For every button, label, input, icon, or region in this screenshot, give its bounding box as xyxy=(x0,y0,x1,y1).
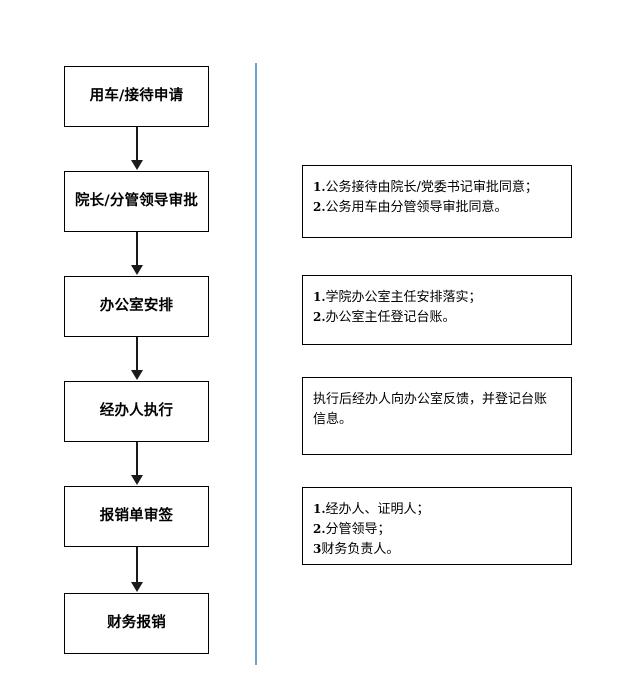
flow-step-box-5[interactable]: 报销单审签 xyxy=(64,486,209,547)
flow-arrow-2-to-3 xyxy=(131,232,143,276)
flow-step-label-3: 办公室安排 xyxy=(99,297,174,314)
note-line-number: 2. xyxy=(313,200,326,215)
note-line-text: 学院办公室主任安排落实； xyxy=(325,290,482,305)
arrow-head-icon xyxy=(131,370,143,380)
note-line: 1.学院办公室主任安排落实； xyxy=(313,288,561,308)
note-line: 1.公务接待由院长/党委书记审批同意； xyxy=(313,178,561,198)
flow-step-box-2[interactable]: 院长/分管领导审批 xyxy=(64,171,209,232)
arrow-shaft xyxy=(136,232,138,266)
vertical-divider xyxy=(255,63,257,665)
flow-arrow-5-to-6 xyxy=(131,547,143,593)
flow-step-label-6: 财务报销 xyxy=(107,614,166,631)
flow-step-label-1: 用车/接待申请 xyxy=(89,87,184,104)
arrow-shaft xyxy=(136,442,138,476)
note-line: 2.公务用车由分管领导审批同意。 xyxy=(313,198,561,218)
flow-arrow-4-to-5 xyxy=(131,442,143,486)
note-line: 2.分管领导； xyxy=(313,520,561,540)
flow-step-label-2: 院长/分管领导审批 xyxy=(74,192,199,209)
arrow-shaft xyxy=(136,547,138,583)
note-line-text: 信息。 xyxy=(313,412,353,428)
flow-step-box-3[interactable]: 办公室安排 xyxy=(64,276,209,337)
note-line-text: 公务接待由院长/党委书记审批同意； xyxy=(325,180,538,195)
note-line-number: 1. xyxy=(313,290,326,304)
flow-step-box-6[interactable]: 财务报销 xyxy=(64,593,209,654)
note-line-text: 分管领导； xyxy=(325,522,391,538)
flow-step-label-4: 经办人执行 xyxy=(99,402,174,419)
note-line: 执行后经办人向办公室反馈，并登记台账 xyxy=(313,390,561,410)
flow-arrow-1-to-2 xyxy=(131,127,143,171)
note-line-text: 公务用车由分管领导审批同意。 xyxy=(325,200,508,216)
note-line-text: 办公室主任登记台账。 xyxy=(325,310,456,326)
arrow-shaft xyxy=(136,127,138,161)
note-line-number: 1. xyxy=(313,180,326,194)
note-box-1: 1.公务接待由院长/党委书记审批同意； 2.公务用车由分管领导审批同意。 xyxy=(302,165,572,238)
note-line-number: 2. xyxy=(313,522,326,537)
note-line-text: 财务负责人。 xyxy=(321,542,400,558)
flow-step-box-4[interactable]: 经办人执行 xyxy=(64,381,209,442)
arrow-shaft xyxy=(136,337,138,371)
note-line-number: 2. xyxy=(313,310,326,325)
arrow-head-icon xyxy=(131,582,143,592)
note-box-3: 执行后经办人向办公室反馈，并登记台账 信息。 xyxy=(302,377,572,455)
flow-arrow-3-to-4 xyxy=(131,337,143,381)
flow-step-label-5: 报销单审签 xyxy=(99,507,174,524)
note-box-2: 1.学院办公室主任安排落实； 2.办公室主任登记台账。 xyxy=(302,275,572,345)
note-line: 2.办公室主任登记台账。 xyxy=(313,308,561,328)
arrow-head-icon xyxy=(131,475,143,485)
arrow-head-icon xyxy=(131,160,143,170)
arrow-head-icon xyxy=(131,265,143,275)
note-line: 3财务负责人。 xyxy=(313,540,561,560)
note-line-number: 3 xyxy=(313,542,322,557)
note-line: 信息。 xyxy=(313,410,561,430)
note-line-text: 经办人、证明人； xyxy=(325,502,430,517)
note-line: 1.经办人、证明人； xyxy=(313,500,561,520)
flow-step-box-1[interactable]: 用车/接待申请 xyxy=(64,66,209,127)
note-line-number: 1. xyxy=(313,502,326,516)
note-line-text: 执行后经办人向办公室反馈，并登记台账 xyxy=(313,392,548,407)
note-box-4: 1.经办人、证明人； 2.分管领导； 3财务负责人。 xyxy=(302,487,572,565)
